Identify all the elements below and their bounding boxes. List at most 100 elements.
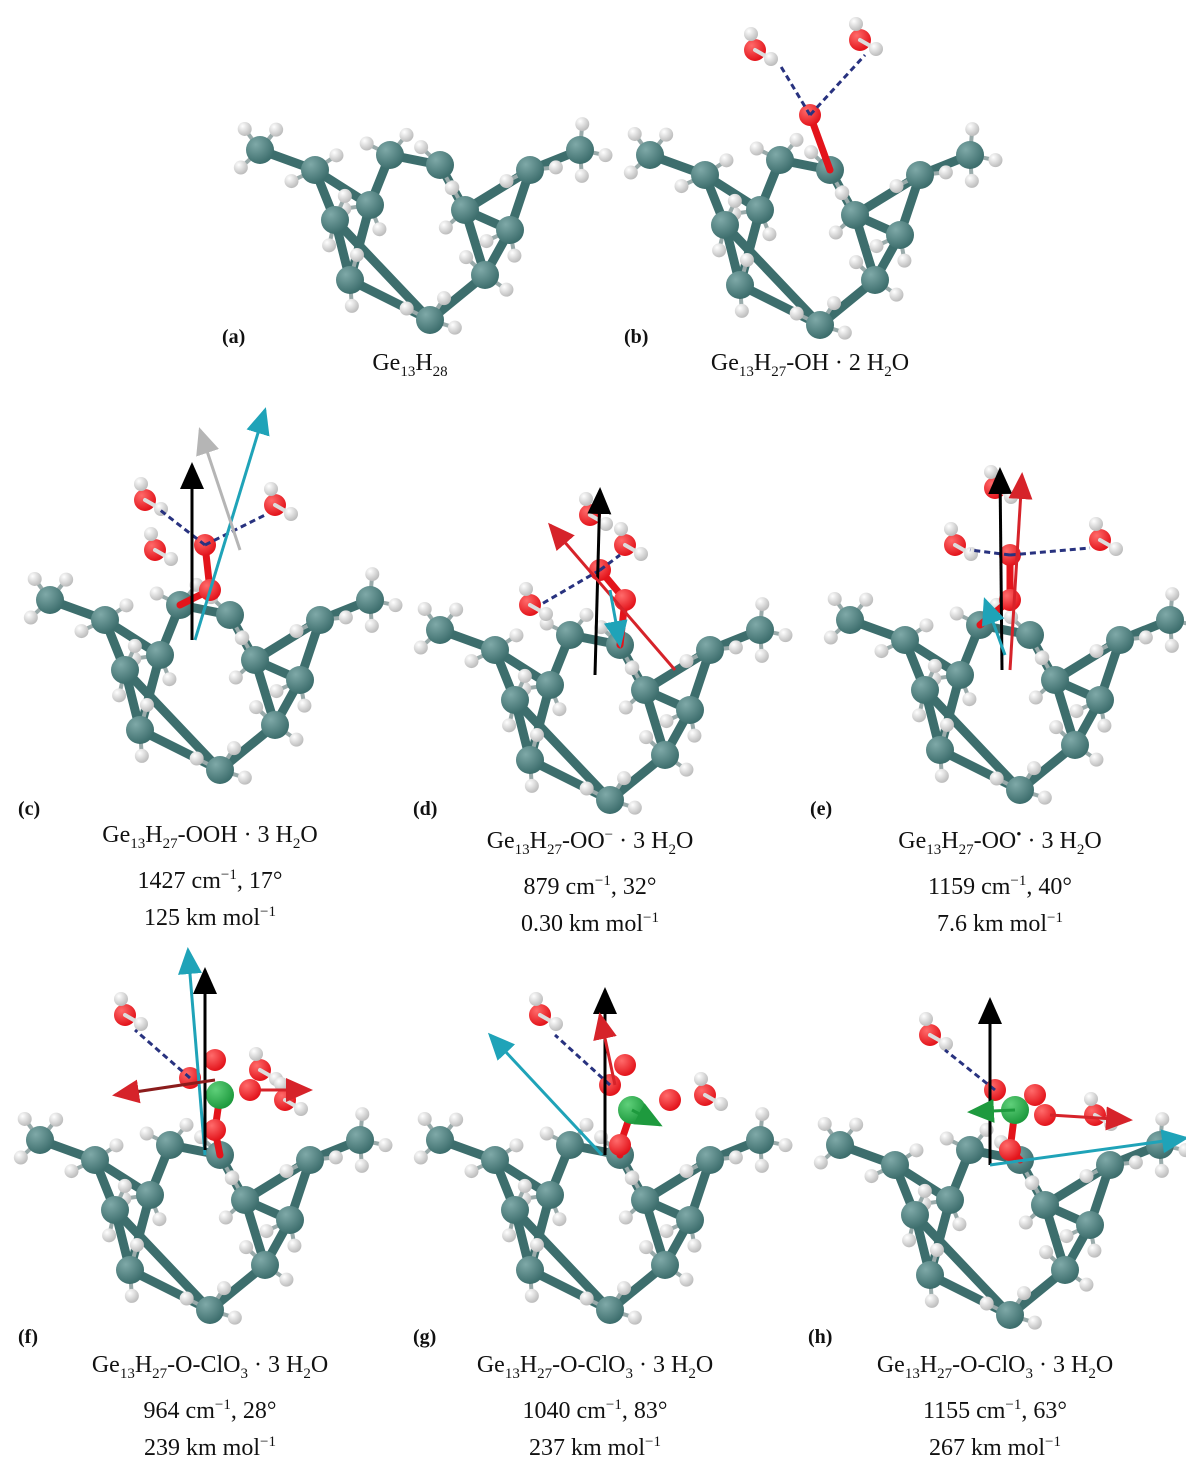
hydrogen-atom	[1024, 1176, 1039, 1191]
hydrogen-atom	[1037, 790, 1052, 805]
germanium-atom	[426, 151, 454, 179]
hydrogen-atom	[575, 117, 590, 132]
hydrogen-atom	[372, 222, 387, 237]
hydrogen-atom	[902, 1233, 917, 1248]
hydrogen-atom	[939, 717, 954, 732]
hydrogen-bond	[1009, 546, 1091, 557]
panel-b	[590, 0, 1010, 340]
hydrogen-atom	[237, 121, 252, 136]
hydrogen-atom	[218, 1210, 233, 1225]
hydrogen-atom	[17, 1111, 32, 1126]
germanium-atom	[911, 676, 939, 704]
hydrogen-atom	[579, 492, 593, 506]
hydrogen-atom	[139, 1126, 154, 1141]
hydrogen-atom	[634, 547, 648, 561]
panel-d	[410, 470, 793, 815]
molecule-ge13h28	[233, 117, 613, 335]
germanium-atom	[926, 736, 954, 764]
hydrogen-atom	[1164, 638, 1179, 653]
hydrogen-atom	[755, 1107, 770, 1122]
hydrogen-atom	[13, 1150, 28, 1165]
hydrogen-atom	[162, 672, 177, 687]
hydrogen-atom	[1049, 720, 1064, 735]
oxygen-atom	[614, 1054, 636, 1076]
hydrogen-atom	[102, 1228, 117, 1243]
intensity-d: 0.30 km mol−1	[521, 909, 659, 937]
hydrogen-atom	[349, 247, 364, 262]
hydrogen-atom	[289, 732, 304, 747]
germanium-atom	[936, 1186, 964, 1214]
frequency-h: 1155 cm−1, 63°	[922, 1396, 1067, 1424]
germanium-atom	[426, 616, 454, 644]
hydrogen-atom	[179, 1117, 194, 1132]
germanium-atom	[516, 156, 544, 184]
vector-black	[988, 467, 1013, 671]
germanium-atom	[631, 1186, 659, 1214]
germanium-atom	[216, 601, 244, 629]
germanium-atom	[676, 696, 704, 724]
germanium-atom	[636, 141, 664, 169]
germanium-atom	[1061, 731, 1089, 759]
hydrogen-atom	[388, 598, 403, 613]
hydrogen-atom	[579, 1117, 594, 1132]
hydrogen-atom	[294, 1102, 308, 1116]
hydrogen-atom	[679, 654, 694, 669]
germanium-atom	[696, 636, 724, 664]
hydrogen-atom	[509, 628, 524, 643]
germanium-atom	[126, 716, 154, 744]
hydrogen-atom	[874, 644, 889, 659]
germanium-atom	[496, 216, 524, 244]
hydrogen-atom	[507, 248, 522, 263]
hydrogen-atom	[912, 708, 927, 723]
hydrogen-atom	[269, 684, 284, 699]
hydrogen-atom	[552, 1212, 567, 1227]
hydrogen-atom	[889, 179, 904, 194]
germanium-atom	[536, 671, 564, 699]
hydrogen-atom	[289, 624, 304, 639]
germanium-atom	[516, 1256, 544, 1284]
hydrogen-atom	[623, 165, 638, 180]
intensity-h: 267 km mol−1	[929, 1433, 1061, 1461]
germanium-atom	[956, 1136, 984, 1164]
hydrogen-bond	[808, 53, 867, 117]
hydrogen-atom	[728, 640, 743, 655]
hydrogen-atom	[617, 1281, 632, 1296]
hydrogen-atom	[509, 1138, 524, 1153]
oxygen-atom	[1024, 1084, 1046, 1106]
hydrogen-atom	[49, 1112, 64, 1127]
hydrogen-atom	[934, 768, 949, 783]
hydrogen-atom	[834, 186, 849, 201]
germanium-atom	[1156, 606, 1184, 634]
ge-ge-bond	[110, 1205, 215, 1315]
formula-f: Ge13H27-O-ClO3 · 3 H2O	[91, 1352, 329, 1382]
hydrogen-atom	[1089, 644, 1104, 659]
hydrogen-atom	[754, 648, 769, 663]
vector-cyan	[989, 1129, 1186, 1167]
germanium-atom	[696, 1146, 724, 1174]
hydrogen-bond	[969, 548, 1011, 557]
hydrogen-atom	[617, 771, 632, 786]
hydrogen-atom	[152, 1212, 167, 1227]
frequency-e: 1159 cm−1, 40°	[927, 872, 1072, 900]
germanium-atom	[471, 261, 499, 289]
hydrogen-atom	[1027, 1315, 1042, 1330]
germanium-atom	[861, 266, 889, 294]
hydrogen-atom	[979, 1296, 994, 1311]
oxygen-atom	[239, 1079, 261, 1101]
hydrogen-atom	[517, 668, 532, 683]
hydrogen-atom	[134, 477, 148, 491]
hydrogen-atom	[949, 606, 964, 621]
germanium-atom	[746, 616, 774, 644]
hydrogen-atom	[965, 122, 980, 137]
hydrogen-atom	[1034, 651, 1049, 666]
germanium-atom	[356, 191, 384, 219]
formula-b: Ge13H27-OH · 2 H2O	[710, 350, 910, 380]
germanium-atom	[301, 156, 329, 184]
hydrogen-atom	[134, 1017, 148, 1031]
hydrogen-atom	[762, 227, 777, 242]
germanium-atom	[101, 1196, 129, 1224]
germanium-atom	[1076, 1211, 1104, 1239]
germanium-atom	[501, 686, 529, 714]
hydrogen-atom	[134, 748, 149, 763]
hydrogen-atom	[579, 607, 594, 622]
